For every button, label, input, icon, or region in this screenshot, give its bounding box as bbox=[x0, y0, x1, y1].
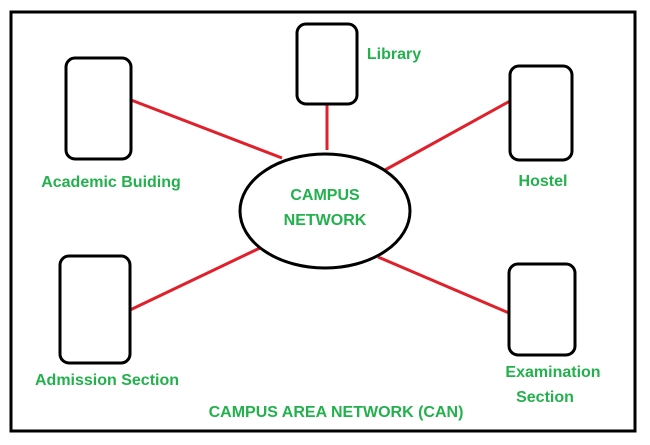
diagram-caption: CAMPUS AREA NETWORK (CAN) bbox=[209, 404, 464, 421]
hub-label-line1: CAMPUS bbox=[290, 187, 360, 204]
link-hostel bbox=[384, 99, 511, 172]
examination-label-line1: Examination bbox=[505, 364, 600, 381]
examination-device-icon bbox=[507, 262, 577, 357]
link-admission bbox=[129, 245, 263, 312]
admission-device-icon bbox=[58, 254, 132, 365]
admission-label: Admission Section bbox=[35, 372, 179, 389]
connection-links bbox=[129, 98, 511, 315]
link-academic bbox=[130, 98, 283, 160]
academic-device-icon bbox=[64, 56, 133, 161]
library-device-icon bbox=[295, 22, 359, 106]
device-boxes bbox=[58, 22, 577, 365]
hub-label-line2: NETWORK bbox=[284, 212, 367, 229]
academic-label: Academic Buiding bbox=[41, 174, 181, 191]
hostel-label: Hostel bbox=[519, 173, 568, 190]
hostel-device-icon bbox=[508, 64, 574, 162]
library-label: Library bbox=[367, 46, 421, 63]
link-examination bbox=[377, 255, 510, 315]
campus-network-hub bbox=[238, 152, 412, 270]
examination-label-line2: Section bbox=[516, 389, 574, 406]
